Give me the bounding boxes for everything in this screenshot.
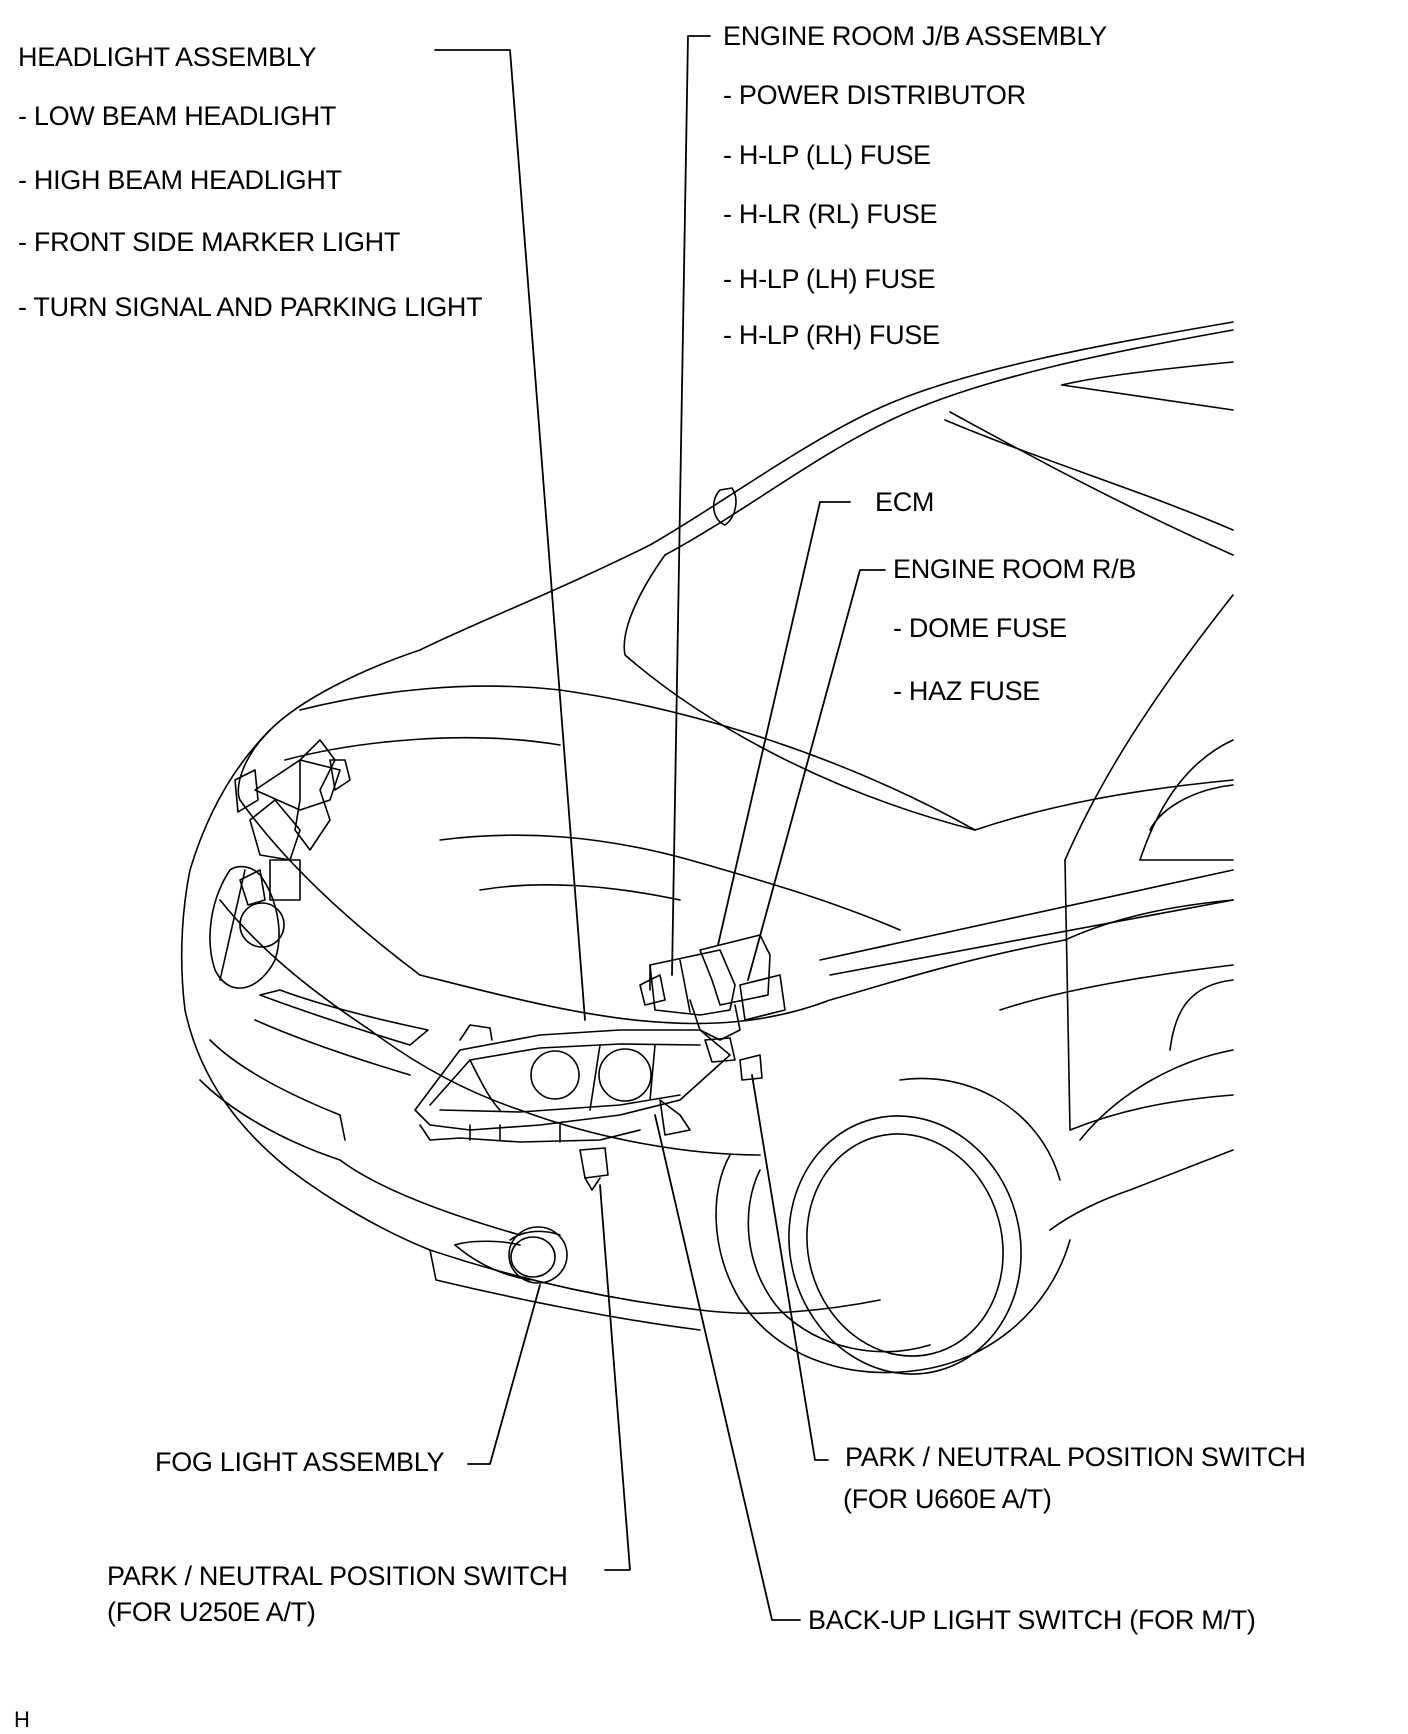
- backup-light-switch-label: BACK-UP LIGHT SWITCH (FOR M/T): [808, 1605, 1256, 1635]
- leader-backup-switch: [654, 1114, 801, 1621]
- pnp-u660e-line2: (FOR U660E A/T): [843, 1484, 1052, 1514]
- low-beam-lens: [530, 1050, 580, 1100]
- engine-room-jb-item-hlp-lh: - H-LP (LH) FUSE: [723, 264, 936, 294]
- leader-fog-light: [467, 1284, 541, 1465]
- pnp-u660e-line1: PARK / NEUTRAL POSITION SWITCH: [845, 1442, 1306, 1472]
- headlight-assembly-title: HEADLIGHT ASSEMBLY: [18, 42, 317, 72]
- headlight-item-low-beam: - LOW BEAM HEADLIGHT: [18, 101, 337, 131]
- headlight-item-turn-signal: - TURN SIGNAL AND PARKING LIGHT: [18, 292, 483, 322]
- engine-room-jb-box: [649, 949, 736, 1016]
- ecm-box: [699, 934, 771, 1006]
- engine-room-jb-title: ENGINE ROOM J/B ASSEMBLY: [723, 21, 1107, 51]
- fog-light-lens: [510, 1236, 556, 1278]
- leader-headlight: [434, 49, 586, 1021]
- headlight-housing: [414, 1029, 731, 1131]
- pnp-u250e-line2: (FOR U250E A/T): [107, 1597, 316, 1627]
- engine-room-jb-item-power-distributor: - POWER DISTRIBUTOR: [723, 80, 1026, 110]
- leader-engine-room-jb: [671, 35, 711, 976]
- engine-bay-components: [234, 487, 786, 1284]
- leader-lines: [434, 35, 886, 1621]
- pnp-u250e-line1: PARK / NEUTRAL POSITION SWITCH: [107, 1561, 568, 1591]
- engine-room-jb-item-hlp-rh: - H-LP (RH) FUSE: [723, 320, 940, 350]
- engine-room-rb-box: [739, 974, 786, 1021]
- headlight-item-side-marker: - FRONT SIDE MARKER LIGHT: [18, 227, 401, 257]
- car-body: [180, 321, 1234, 1375]
- engine-room-rb-title: ENGINE ROOM R/B: [893, 554, 1137, 584]
- leader-engine-room-rb: [747, 569, 886, 981]
- headlight-item-high-beam: - HIGH BEAM HEADLIGHT: [18, 165, 342, 195]
- high-beam-lens: [598, 1048, 652, 1102]
- leader-ecm: [717, 501, 851, 946]
- engine-room-rb-item-haz: - HAZ FUSE: [893, 676, 1041, 706]
- leader-pnp-u250e: [599, 1184, 631, 1571]
- engine-room-jb-item-hlp-ll: - H-LP (LL) FUSE: [723, 140, 931, 170]
- leader-pnp-u660e: [751, 1074, 829, 1461]
- fog-light-assembly-label: FOG LIGHT ASSEMBLY: [155, 1447, 445, 1477]
- engine-room-rb-item-dome: - DOME FUSE: [893, 613, 1067, 643]
- corner-mark: H: [14, 1707, 30, 1732]
- engine-room-jb-item-hlr-rl: - H-LR (RL) FUSE: [723, 199, 938, 229]
- ecm-label: ECM: [875, 487, 935, 517]
